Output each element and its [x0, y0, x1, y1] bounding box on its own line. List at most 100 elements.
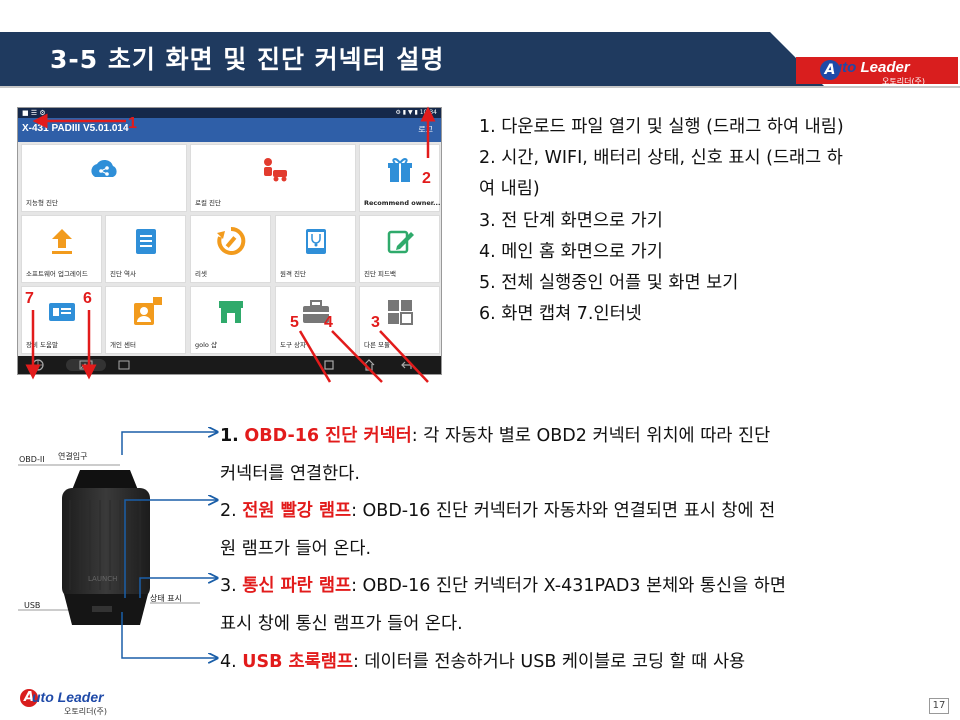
callout-number-1: 1: [128, 115, 137, 132]
logo-word-auto: uto: [833, 59, 857, 76]
desc-highlight: USB 초록램프: [242, 651, 353, 672]
callout-arrow-5: [298, 330, 332, 383]
page-number: 17: [929, 698, 949, 714]
gift-icon: [387, 158, 412, 182]
modules-grid-icon: [387, 300, 413, 325]
tile-label: golo 샵: [195, 341, 217, 349]
tile-label: 소프트웨어 업그레이드: [26, 270, 88, 278]
callout-number-2: 2: [422, 170, 431, 187]
desc-text: : OBD-16 진단 커넥터가 자동차와 연결되면 표시 창에 전: [351, 501, 776, 522]
tile-recommend-owner[interactable]: Recommend owner...: [359, 144, 440, 212]
callout-arrow-3: [379, 330, 429, 383]
list-item: 1. 다운로드 파일 열기 및 실행 (드래그 하여 내림): [479, 117, 844, 137]
title-divider: [0, 86, 960, 88]
desc-highlight: 통신 파란 램프: [242, 576, 352, 597]
leader-line-3: [139, 578, 217, 598]
logo-word: uto Leader: [32, 689, 104, 705]
obd-grip-lines: [69, 500, 141, 590]
obd-usb-port: [92, 606, 112, 612]
tile-label: 개인 센터: [110, 341, 136, 349]
leader-line-2: [124, 500, 217, 598]
autoleader-logo-icon: A uto Leader 오토리더(주): [820, 59, 925, 86]
autoleader-logo-icon: A: [20, 689, 38, 707]
desc-row: 커넥터를 연결한다.: [220, 456, 942, 494]
logo-mark-letter: A: [820, 60, 840, 80]
desc-text: : 각 자동차 별로 OBD2 커넥터 위치에 따라 진단: [411, 426, 771, 446]
tile-label: 지능형 진단: [26, 199, 58, 207]
obd-body: [62, 488, 150, 598]
desc-highlight: OBD-16 진단 커넥터: [244, 426, 412, 446]
tablet-screenshot: ■ ☰ ⚙ ⚙ ▮ ▼ ▮ 10:34 X-431 PADIII V5.01.0…: [17, 107, 442, 375]
desc-row: 4. USB 초록램프: 데이터를 전송하거나 USB 케이블로 코딩 할 때 …: [220, 644, 942, 682]
list-item: 2. 시간, WIFI, 배터리 상태, 신호 표시 (드래그 하: [479, 148, 843, 169]
callout-number-7: 7: [25, 290, 34, 307]
tile-software-upgrade[interactable]: 소프트웨어 업그레이드: [21, 215, 102, 283]
callout-arrow-4: [331, 330, 383, 383]
desc-text: : 데이터를 전송하거나 USB 케이블로 코딩 할 때 사용: [352, 651, 746, 672]
title-bar: 3-5 초기 화면 및 진단 커넥터 설명: [0, 32, 960, 86]
desc-number: 3.: [220, 576, 237, 597]
cloud-share-icon: [91, 159, 117, 177]
tile-label: Recommend owner...: [364, 199, 440, 207]
desc-row: 표시 창에 통신 램프가 들어 온다.: [220, 606, 942, 644]
tile-label: 원격 진단: [280, 270, 306, 278]
usb-label: USB: [24, 601, 41, 610]
callout-number-4: 4: [324, 314, 333, 331]
desc-row: 2. 전원 빨강 램프: OBD-16 진단 커넥터가 자동차와 연결되면 표시…: [220, 493, 942, 531]
logo-subtitle: 오토리더(주): [882, 77, 926, 86]
desc-number: 2.: [220, 501, 237, 522]
tile-reset[interactable]: 리셋: [190, 215, 271, 283]
status-left-icons: ■ ☰ ⚙: [22, 109, 46, 117]
desc-row: 원 램프가 들어 온다.: [220, 531, 942, 569]
list-item: 5. 전체 실행중인 어플 및 화면 보기: [479, 273, 739, 294]
remote-stethoscope-icon: [305, 229, 326, 254]
tablet-login-button[interactable]: 로그: [418, 125, 433, 134]
desc-text: : OBD-16 진단 커넥터가 X-431PAD3 본체와 통신을 하면: [351, 576, 786, 597]
desc-text: 원 램프가 들어 온다.: [220, 538, 372, 559]
obd-connector-head: [72, 470, 138, 490]
tile-diagnosis-feedback[interactable]: 진단 피드백: [359, 215, 440, 283]
brand-label: LAUNCH: [88, 575, 118, 583]
device-help-icon: [48, 303, 75, 321]
logo-word-auto: uto: [32, 689, 54, 705]
recent-apps-icon[interactable]: [323, 359, 335, 371]
tile-smart-diagnosis[interactable]: 지능형 진단: [21, 144, 187, 212]
tablet-status-bar: ■ ☰ ⚙ ⚙ ▮ ▼ ▮ 10:34: [18, 108, 441, 118]
tile-golo-shop[interactable]: golo 샵: [190, 286, 271, 354]
callout-number-5: 5: [290, 314, 299, 331]
list-item: 4. 메인 홈 화면으로 가기: [479, 241, 663, 262]
toolbox-icon: [302, 300, 329, 323]
list-item: 3. 전 단계 화면으로 가기: [479, 210, 663, 231]
desc-text: 표시 창에 통신 램프가 들어 온다.: [220, 613, 463, 634]
media-icon[interactable]: [118, 359, 130, 371]
tile-label: 리셋: [195, 270, 207, 278]
tile-personal-center[interactable]: 개인 센터: [105, 286, 186, 354]
tablet-app-title: X-431 PADIII V5.01.014: [22, 123, 129, 134]
history-list-icon: [135, 229, 156, 254]
desc-number: 4.: [220, 651, 237, 672]
tile-remote-diagnosis[interactable]: 원격 진단: [275, 215, 356, 283]
logo-bottom: A uto Leader 오토리더(주): [20, 689, 120, 717]
tile-label: 로컬 진단: [195, 199, 221, 207]
logo-word: uto Leader: [833, 59, 910, 76]
desc-row: 3. 통신 파란 램프: OBD-16 진단 커넥터가 X-431PAD3 본체…: [220, 568, 942, 606]
tile-diagnosis-history[interactable]: 진단 역사: [105, 215, 186, 283]
page-title: 3-5 초기 화면 및 진단 커넥터 설명: [50, 45, 445, 74]
logo-subtitle: 오토리더(주): [64, 707, 108, 716]
feature-list: 1. 다운로드 파일 열기 및 실행 (드래그 하여 내림) 2. 시간, WI…: [479, 112, 949, 330]
logo-top: A uto Leader 오토리더(주): [796, 57, 958, 86]
reset-wrench-icon: [216, 226, 245, 255]
desc-text: 커넥터를 연결한다.: [220, 463, 360, 484]
callout-number-3: 3: [371, 314, 380, 331]
logo-word-leader: Leader: [860, 59, 910, 76]
callout-number-6: 6: [83, 290, 92, 307]
personal-center-icon: [133, 297, 162, 325]
connector-description-list: 1. OBD-16 진단 커넥터: 각 자동차 별로 OBD2 커넥터 위치에 …: [220, 418, 942, 681]
tile-label: 다른 모듈: [364, 341, 390, 349]
list-item: 6. 화면 캡쳐 7.인터넷: [479, 304, 642, 325]
obd-label: OBD-II: [19, 455, 45, 464]
tile-local-diagnosis[interactable]: 로컬 진단: [190, 144, 356, 212]
title-bar-shape: [0, 32, 824, 86]
